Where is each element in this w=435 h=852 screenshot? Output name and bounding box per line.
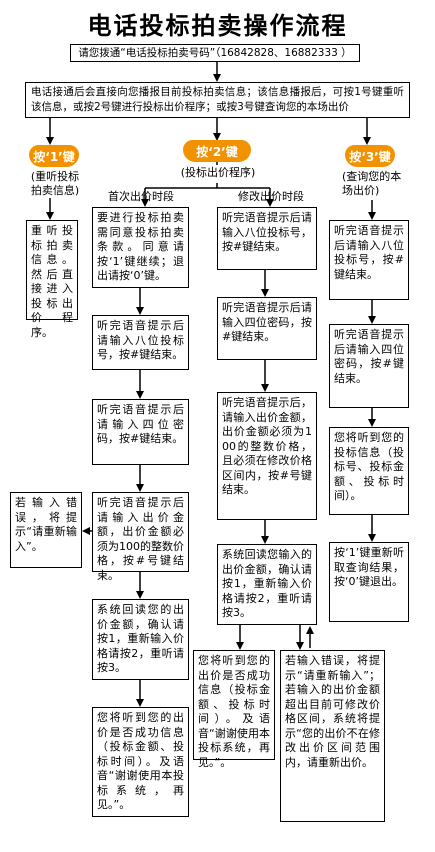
col3-label: (查询您的本场出价) bbox=[342, 170, 402, 197]
first-bid-step-3: 听完语音提示后请输入四位密码，按#键结束。 bbox=[92, 399, 189, 465]
query-step-2: 听完语音提示后请输入四位密码，按#键结束。 bbox=[329, 324, 409, 408]
modify-bid-step-5: 您将听到您的出价是否成功信息（投标金额、投标时间）。及语音“谢谢使用本投标系统，… bbox=[193, 650, 275, 769]
press-1-badge: 按‘1’键 bbox=[29, 145, 79, 167]
dial-number-box: 请您拨通“电话投标拍卖号码”（16842828、16882333 ） bbox=[70, 44, 360, 62]
query-step-3: 您将听到您的投标信息（投标号、投标金额、投标时间）。 bbox=[329, 427, 409, 515]
col2-label: (投标出价程序) bbox=[180, 166, 256, 179]
modify-bid-step-4: 系统回读您输入的出价金额，确认请按1，重新输入价格请按2，重听请按3。 bbox=[217, 544, 317, 625]
first-bid-step-6: 您将听到您的出价是否成功信息（投标金额、投标时间）。及语音“谢谢使用本投标系统，… bbox=[92, 707, 189, 817]
page-title: 电话投标拍卖操作流程 bbox=[87, 12, 348, 40]
col2b-label: 修改出价时段 bbox=[238, 190, 304, 203]
press-2-badge: 按‘2’键 bbox=[183, 140, 251, 162]
col2a-label: 首次出价时段 bbox=[108, 190, 174, 203]
col1-label: (重听投标拍卖信息) bbox=[30, 170, 80, 197]
first-bid-step-5: 系统回读您的出价金额，确认请按1，重新输入价格请按2，重听请按3。 bbox=[92, 599, 189, 680]
query-step-4: 按‘1’键重新听取查询结果，按‘0’键退出。 bbox=[329, 542, 409, 622]
error-left-box: 若输入错误，将提示“请重新输入”。 bbox=[10, 492, 82, 568]
error-right-box: 若输入错误，将提示“请重新输入”；若输入的出价金额超出目前可修改价格区间，系统将… bbox=[280, 650, 385, 822]
first-bid-step-2: 听完语音提示后请输入八位投标号，按#键结束。 bbox=[92, 315, 189, 370]
relisten-box: 重听投标拍卖信息。然后直接进入投标出价程序。 bbox=[26, 220, 78, 339]
modify-bid-step-1: 听完语音提示后请输入八位投标号，按#键结束。 bbox=[217, 207, 317, 270]
query-step-1: 听完语音提示后请输入八位投标号，按#键结束。 bbox=[329, 220, 409, 300]
press-3-badge: 按‘3’键 bbox=[345, 145, 395, 167]
intro-box: 电话接通后会直接向您播报目前投标拍卖信息；该信息播报后，可按1号键重听该信息，或… bbox=[25, 82, 410, 118]
first-bid-step-1: 要进行投标拍卖需同意投标拍卖条款。同意请按‘1’键继续；退出请按‘0’键。 bbox=[92, 207, 189, 288]
first-bid-step-4: 听完语音提示后请输入出价金额，出价金额必须为100的整数价格，按#号键结束。 bbox=[92, 492, 189, 582]
modify-bid-step-2: 听完语音提示后请输入四位密码，按#键结束。 bbox=[217, 297, 317, 360]
modify-bid-step-3: 听完语音提示后，请输入出价金额，出价金额必须为100的整数价格，且必须在修改价格… bbox=[217, 392, 317, 520]
